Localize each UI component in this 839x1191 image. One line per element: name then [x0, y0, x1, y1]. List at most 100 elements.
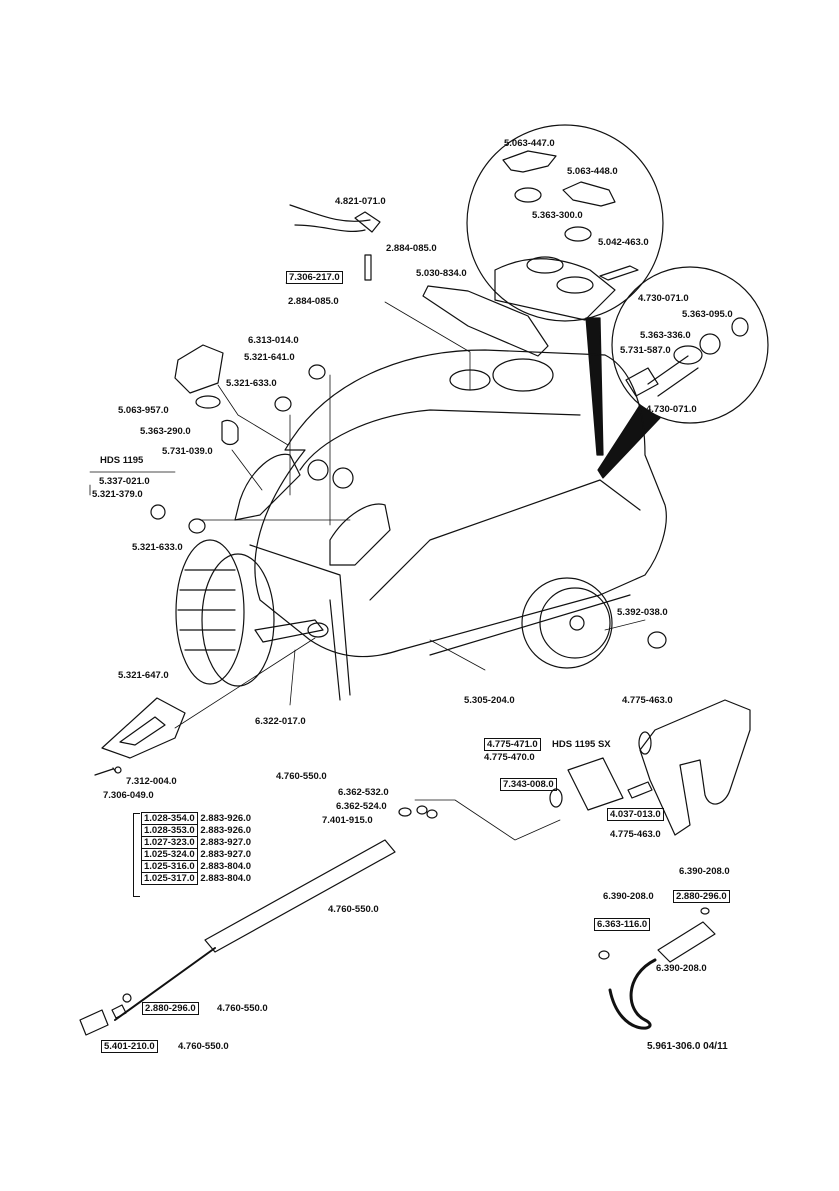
table-cell-left: 1.028-353.0 — [141, 824, 198, 837]
label-6363116: 6.363-116.0 — [594, 918, 651, 931]
label-7306217: 7.306-217.0 — [286, 271, 343, 284]
seal-5363290 — [195, 395, 221, 409]
plug-5321379 — [150, 504, 166, 520]
table-cell-left: 1.028-354.0 — [141, 812, 198, 825]
label-5401210: 5.401-210.0 — [101, 1040, 158, 1053]
label-6390208-middle: 6.390-208.0 — [603, 891, 654, 902]
cover-5030834 — [422, 285, 549, 357]
label-4821071: 4.821-071.0 — [335, 196, 386, 207]
table-cell-right: 2.883-927.0 — [200, 849, 252, 860]
table-cell-right: 2.883-926.0 — [200, 825, 252, 836]
label-7312004: 7.312-004.0 — [126, 776, 177, 787]
doc-number: 5.961-306.0 — [647, 1041, 701, 1052]
nozzle-5401210 — [79, 1009, 109, 1036]
label-5363300: 5.363-300.0 — [532, 210, 583, 221]
label-4775463-bottom: 4.775-463.0 — [610, 829, 661, 840]
label-4730071-top: 4.730-071.0 — [638, 293, 689, 304]
cable-4821071 — [289, 204, 371, 232]
label-5321641: 5.321-641.0 — [244, 352, 295, 363]
spray-gun — [639, 699, 751, 836]
label-2884085-bottom: 2.884-085.0 — [288, 296, 339, 307]
label-4760550-bottom: 4.760-550.0 — [178, 1041, 229, 1052]
label-5321379: 5.321-379.0 — [92, 489, 143, 500]
table-cell-left: 1.025-316.0 — [141, 860, 198, 873]
label-4760550-middle: 4.760-550.0 — [328, 904, 379, 915]
short-lance — [657, 921, 716, 963]
plug-5321633a — [274, 396, 292, 412]
detail-circle-right — [611, 266, 769, 424]
label-6362524: 6.362-524.0 — [336, 801, 387, 812]
detail-pointer-2 — [597, 404, 661, 479]
machine-body — [254, 349, 667, 658]
wheel-cap — [647, 631, 667, 649]
label-5731039: 5.731-039.0 — [162, 446, 213, 457]
label-hds1195sx: HDS 1195 SX — [552, 739, 611, 750]
document-footer: 5.961-306.0 04/11 — [647, 1041, 728, 1052]
table-row: 1.025-316.0 2.883-804.0 — [141, 860, 252, 873]
label-5363290: 5.363-290.0 — [140, 426, 191, 437]
table-cell-left: 1.027-323.0 — [141, 836, 198, 849]
label-6322017: 6.322-017.0 — [255, 716, 306, 727]
label-5063448: 5.063-448.0 — [567, 166, 618, 177]
label-2880296-left: 2.880-296.0 — [142, 1002, 199, 1015]
table-bracket — [133, 813, 140, 897]
table-cell-right: 2.883-804.0 — [200, 861, 252, 872]
detail-pointer-1 — [585, 317, 604, 456]
label-5321633-top: 5.321-633.0 — [226, 378, 277, 389]
label-5063447: 5.063-447.0 — [504, 138, 555, 149]
plug-5321641 — [308, 364, 326, 380]
label-4775463-top: 4.775-463.0 — [622, 695, 673, 706]
gun-protector — [567, 757, 624, 811]
doc-date: 04/11 — [703, 1041, 728, 1052]
label-5337021: 5.337-021.0 — [99, 476, 150, 487]
label-5321647: 5.321-647.0 — [118, 670, 169, 681]
label-6313014: 6.313-014.0 — [248, 335, 299, 346]
label-2884085-top: 2.884-085.0 — [386, 243, 437, 254]
label-4730071-bottom: 4.730-071.0 — [646, 404, 697, 415]
label-6390208-bottom: 6.390-208.0 — [656, 963, 707, 974]
label-5030834: 5.030-834.0 — [416, 268, 467, 279]
handle-left — [234, 453, 301, 521]
label-5042463: 5.042-463.0 — [598, 237, 649, 248]
label-4760550-right: 4.760-550.0 — [217, 1003, 268, 1014]
label-7306049: 7.306-049.0 — [103, 790, 154, 801]
lance-variant-table: 1.028-354.0 2.883-926.0 1.028-353.0 2.88… — [141, 812, 252, 885]
label-4775471: 4.775-471.0 — [484, 738, 541, 751]
cap-5063957 — [174, 344, 224, 394]
filter-5731039 — [221, 419, 239, 446]
hose-reel — [175, 539, 245, 685]
label-5731587: 5.731-587.0 — [620, 345, 671, 356]
handle-right — [329, 503, 391, 566]
table-cell-right: 2.883-926.0 — [200, 813, 252, 824]
handle-5321647 — [101, 697, 186, 759]
label-4760550-top: 4.760-550.0 — [276, 771, 327, 782]
label-4775470: 4.775-470.0 — [484, 752, 535, 763]
table-cell-right: 2.883-927.0 — [200, 837, 252, 848]
detail-circle-top — [466, 124, 664, 322]
table-cell-left: 1.025-317.0 — [141, 872, 198, 885]
cap-5063447 — [502, 150, 557, 173]
table-row: 1.027-323.0 2.883-927.0 — [141, 836, 252, 849]
label-2880296-right: 2.880-296.0 — [673, 890, 730, 903]
label-5305204: 5.305-204.0 — [464, 695, 515, 706]
table-row: 1.025-324.0 2.883-927.0 — [141, 848, 252, 861]
label-6390208-top: 6.390-208.0 — [679, 866, 730, 877]
seal-5363300b — [564, 226, 592, 242]
label-5321633-bottom: 5.321-633.0 — [132, 542, 183, 553]
table-row: 1.028-354.0 2.883-926.0 — [141, 812, 252, 825]
label-7401915: 7.401-915.0 — [322, 815, 373, 826]
plug-5321633b — [188, 518, 206, 534]
table-row: 1.025-317.0 2.883-804.0 — [141, 872, 252, 885]
table-cell-right: 2.883-804.0 — [200, 873, 252, 884]
table-cell-left: 1.025-324.0 — [141, 848, 198, 861]
label-7343008: 7.343-008.0 — [500, 778, 557, 791]
label-5392038: 5.392-038.0 — [617, 607, 668, 618]
cap-5063448 — [562, 181, 616, 207]
spray-lance — [204, 839, 396, 953]
clip-5042463 — [599, 265, 639, 281]
label-6362532: 6.362-532.0 — [338, 787, 389, 798]
seal-5363300a — [514, 187, 542, 203]
label-5063957: 5.063-957.0 — [118, 405, 169, 416]
label-hds1195: HDS 1195 — [100, 455, 144, 466]
